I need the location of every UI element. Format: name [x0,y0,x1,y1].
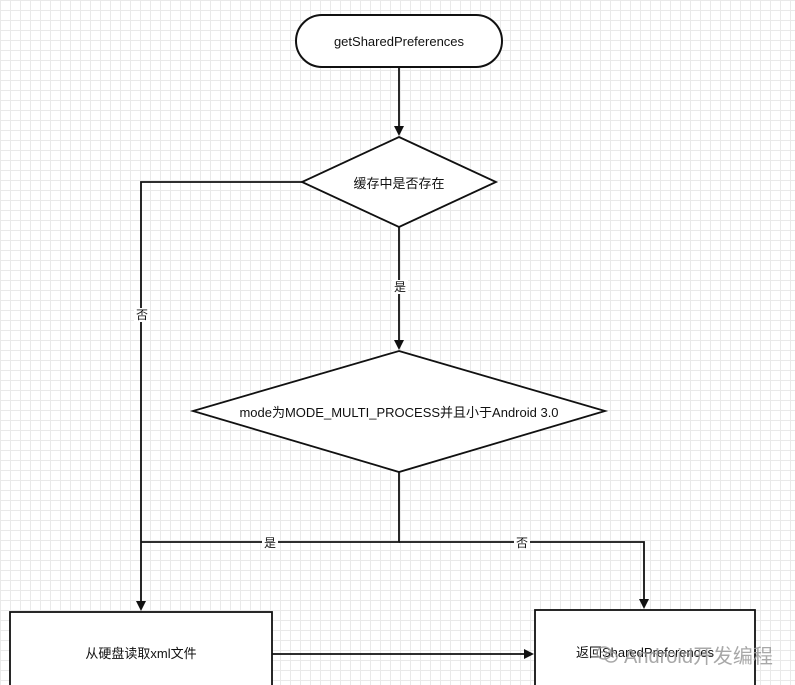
edge-label-mode-yes: 是 [262,536,279,550]
decision-mode-label: mode为MODE_MULTI_PROCESS并且小于Android 3.0 [239,404,559,420]
watermark-text: Android开发编程 [624,646,773,668]
wechat-icon [596,645,618,664]
edge-label-mode-no: 否 [514,536,531,550]
edge-label-cache-yes: 是 [392,280,409,294]
watermark: Android开发编程 [596,640,773,669]
process-return-shape [534,609,756,685]
edge-cache-no [136,181,302,611]
decision-cache-label: 缓存中是否存在 [353,175,445,191]
start-node-label: getSharedPreferences [333,33,465,49]
edge-label-cache-no: 否 [134,308,151,322]
edge-mode-yes [141,472,400,543]
edge-mode-no [399,541,649,609]
process-read-shape [9,611,273,685]
process-read-label: 从硬盘读取xml文件 [85,645,197,661]
